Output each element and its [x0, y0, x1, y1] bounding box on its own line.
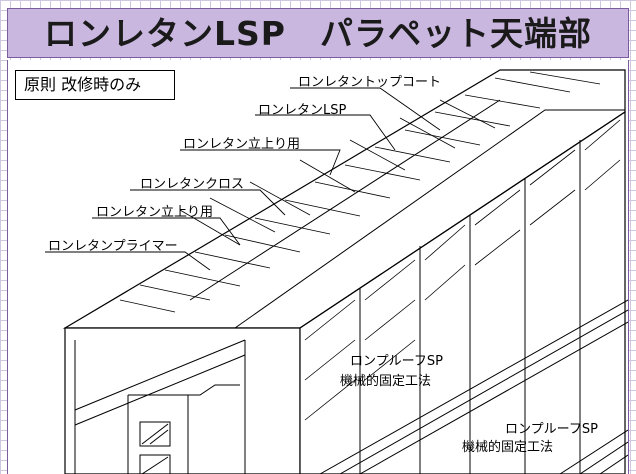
- label-primer: ロンレタンプライマー: [48, 239, 178, 254]
- label-topcoat: ロンレタントップコート: [298, 75, 442, 90]
- label-roof1-method: 機械的固定工法: [340, 374, 432, 389]
- label-riser-lower: ロンレタン立上り用: [96, 205, 214, 220]
- front-flashing: [74, 339, 246, 474]
- coating-sections: [189, 99, 626, 474]
- leader-lines: [45, 87, 441, 271]
- parapet-front-face: [64, 327, 301, 474]
- side-hatching: [304, 119, 621, 421]
- label-roof2-name: ロンプルーフSP: [505, 422, 598, 437]
- surface-hatching: [119, 71, 601, 313]
- condition-badge: 原則 改修時のみ: [15, 70, 175, 100]
- label-riser-upper: ロンレタン立上り用: [183, 137, 301, 152]
- label-lsp: ロンレタンLSP: [258, 103, 347, 118]
- roof-sheet-lines: [319, 299, 628, 474]
- label-cloth: ロンレタンクロス: [140, 177, 245, 192]
- page-title: ロンレタンLSP パラペット天端部: [44, 14, 592, 53]
- label-roof1-name: ロンプルーフSP: [350, 354, 443, 369]
- title-bar: ロンレタンLSP パラペット天端部: [7, 8, 629, 58]
- label-roof2-method: 機械的固定工法: [462, 440, 554, 455]
